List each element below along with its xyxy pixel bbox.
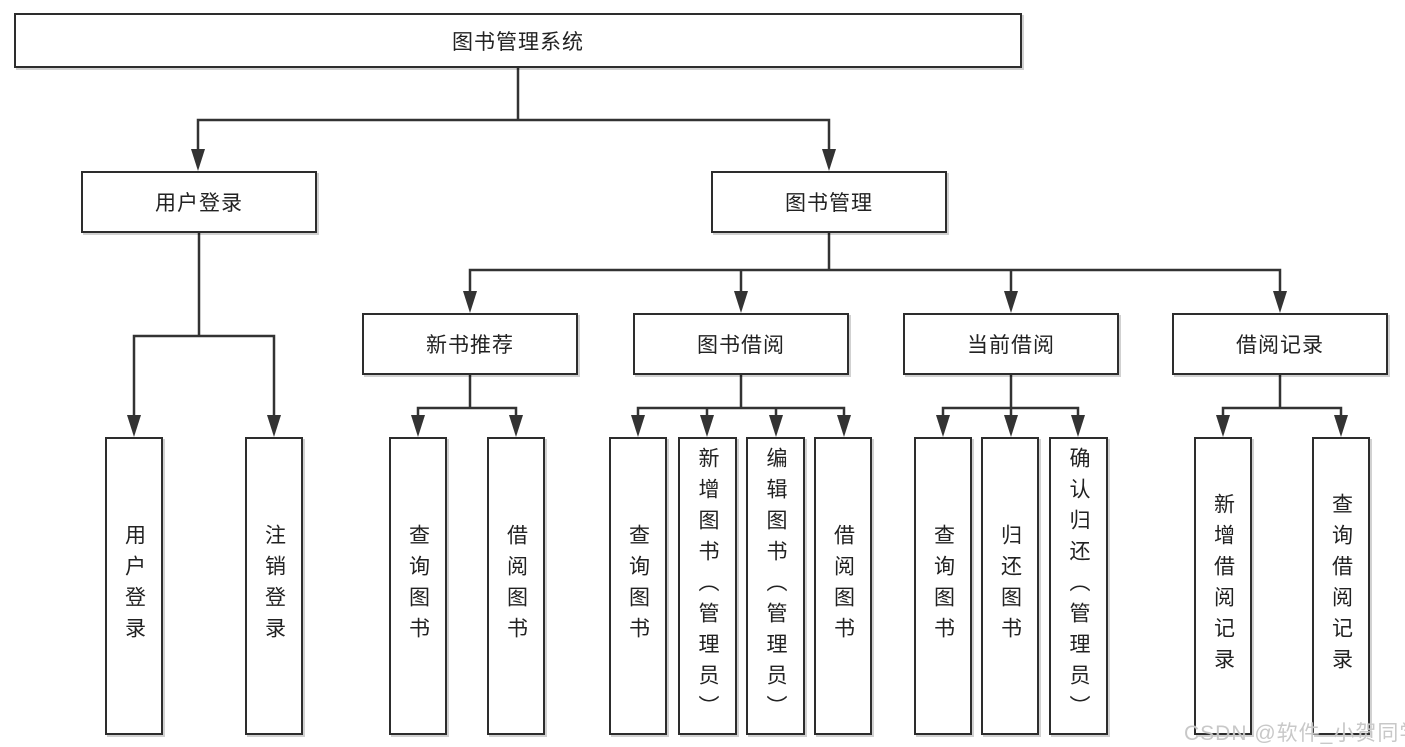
leaf-user-login: 用户登录 xyxy=(105,437,163,735)
node-borrow-records: 借阅记录 xyxy=(1172,313,1388,375)
node-book-management: 图书管理 xyxy=(711,171,947,233)
leaf-query-books-recommend: 查询图书 xyxy=(389,437,447,735)
node-user-login: 用户登录 xyxy=(81,171,317,233)
leaf-borrow-books-recommend: 借阅图书 xyxy=(487,437,545,735)
connector-root xyxy=(196,66,831,154)
leaf-borrow-books: 借阅图书 xyxy=(814,437,872,735)
csdn-watermark: CSDN @软件_小贺同学 xyxy=(1184,722,1405,745)
leaf-query-borrow-record: 查询借阅记录 xyxy=(1312,437,1370,735)
connector-book-management xyxy=(468,231,1282,296)
connector-new-book-recommend xyxy=(416,373,518,422)
leaf-logout: 注销登录 xyxy=(245,437,303,735)
node-current-borrow: 当前借阅 xyxy=(903,313,1119,375)
arrowheads xyxy=(127,149,1348,437)
leaf-query-books-borrow: 查询图书 xyxy=(609,437,667,735)
node-library-management-system: 图书管理系统 xyxy=(14,13,1022,68)
connector-book-borrow xyxy=(636,373,846,422)
leaf-confirm-return-admin: 确认归还（管理员） xyxy=(1049,437,1108,735)
connector-user-login xyxy=(132,231,276,420)
leaf-return-books: 归还图书 xyxy=(981,437,1039,735)
leaf-edit-books-admin: 编辑图书（管理员） xyxy=(746,437,805,735)
leaf-add-books-admin: 新增图书（管理员） xyxy=(678,437,737,735)
leaf-query-books-current: 查询图书 xyxy=(914,437,972,735)
connector-borrow-records xyxy=(1221,373,1343,422)
leaf-add-borrow-record: 新增借阅记录 xyxy=(1194,437,1252,735)
connector-current-borrow xyxy=(941,373,1080,422)
node-new-book-recommend: 新书推荐 xyxy=(362,313,578,375)
node-book-borrow: 图书借阅 xyxy=(633,313,849,375)
